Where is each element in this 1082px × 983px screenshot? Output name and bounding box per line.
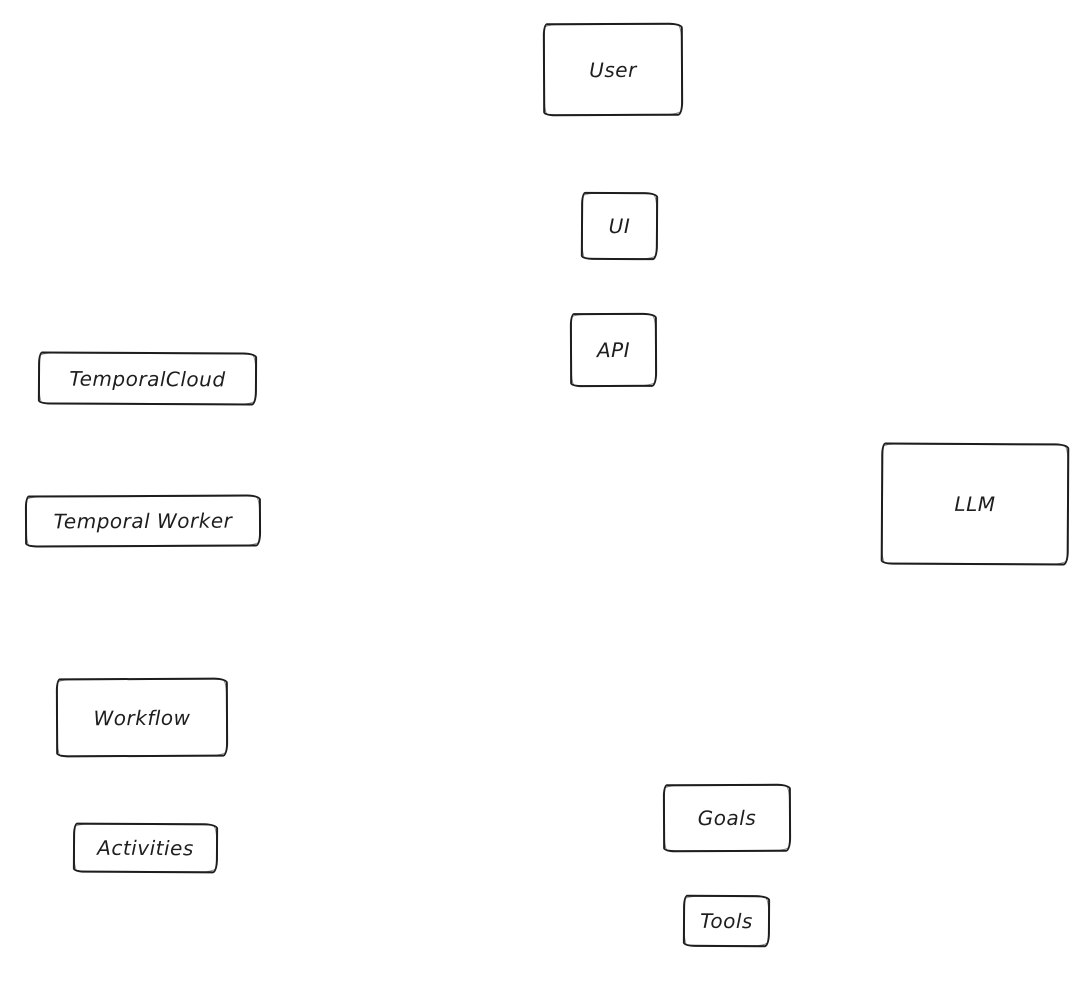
node-workflow: Workflow [55,677,229,758]
node-user: User [542,22,684,117]
node-temporal-cloud-label: TemporalCloud [69,366,226,391]
node-api: API [569,312,658,388]
node-temporal-cloud: TemporalCloud [37,351,258,406]
node-goals-label: Goals [697,805,757,831]
node-workflow-label: Workflow [93,705,191,730]
node-ui: UI [580,191,659,261]
node-llm: LLM [880,442,1070,566]
node-user-label: User [589,57,637,82]
node-api-label: API [596,337,631,363]
node-llm-label: LLM [954,491,996,517]
node-tools: Tools [682,894,771,948]
node-temporal-worker: Temporal Worker [24,494,262,548]
node-ui-label: UI [608,213,631,239]
node-activities-label: Activities [97,835,194,861]
node-temporal-worker-label: Temporal Worker [53,508,233,534]
node-goals: Goals [662,783,792,853]
node-activities: Activities [72,822,219,874]
node-tools-label: Tools [700,908,753,934]
